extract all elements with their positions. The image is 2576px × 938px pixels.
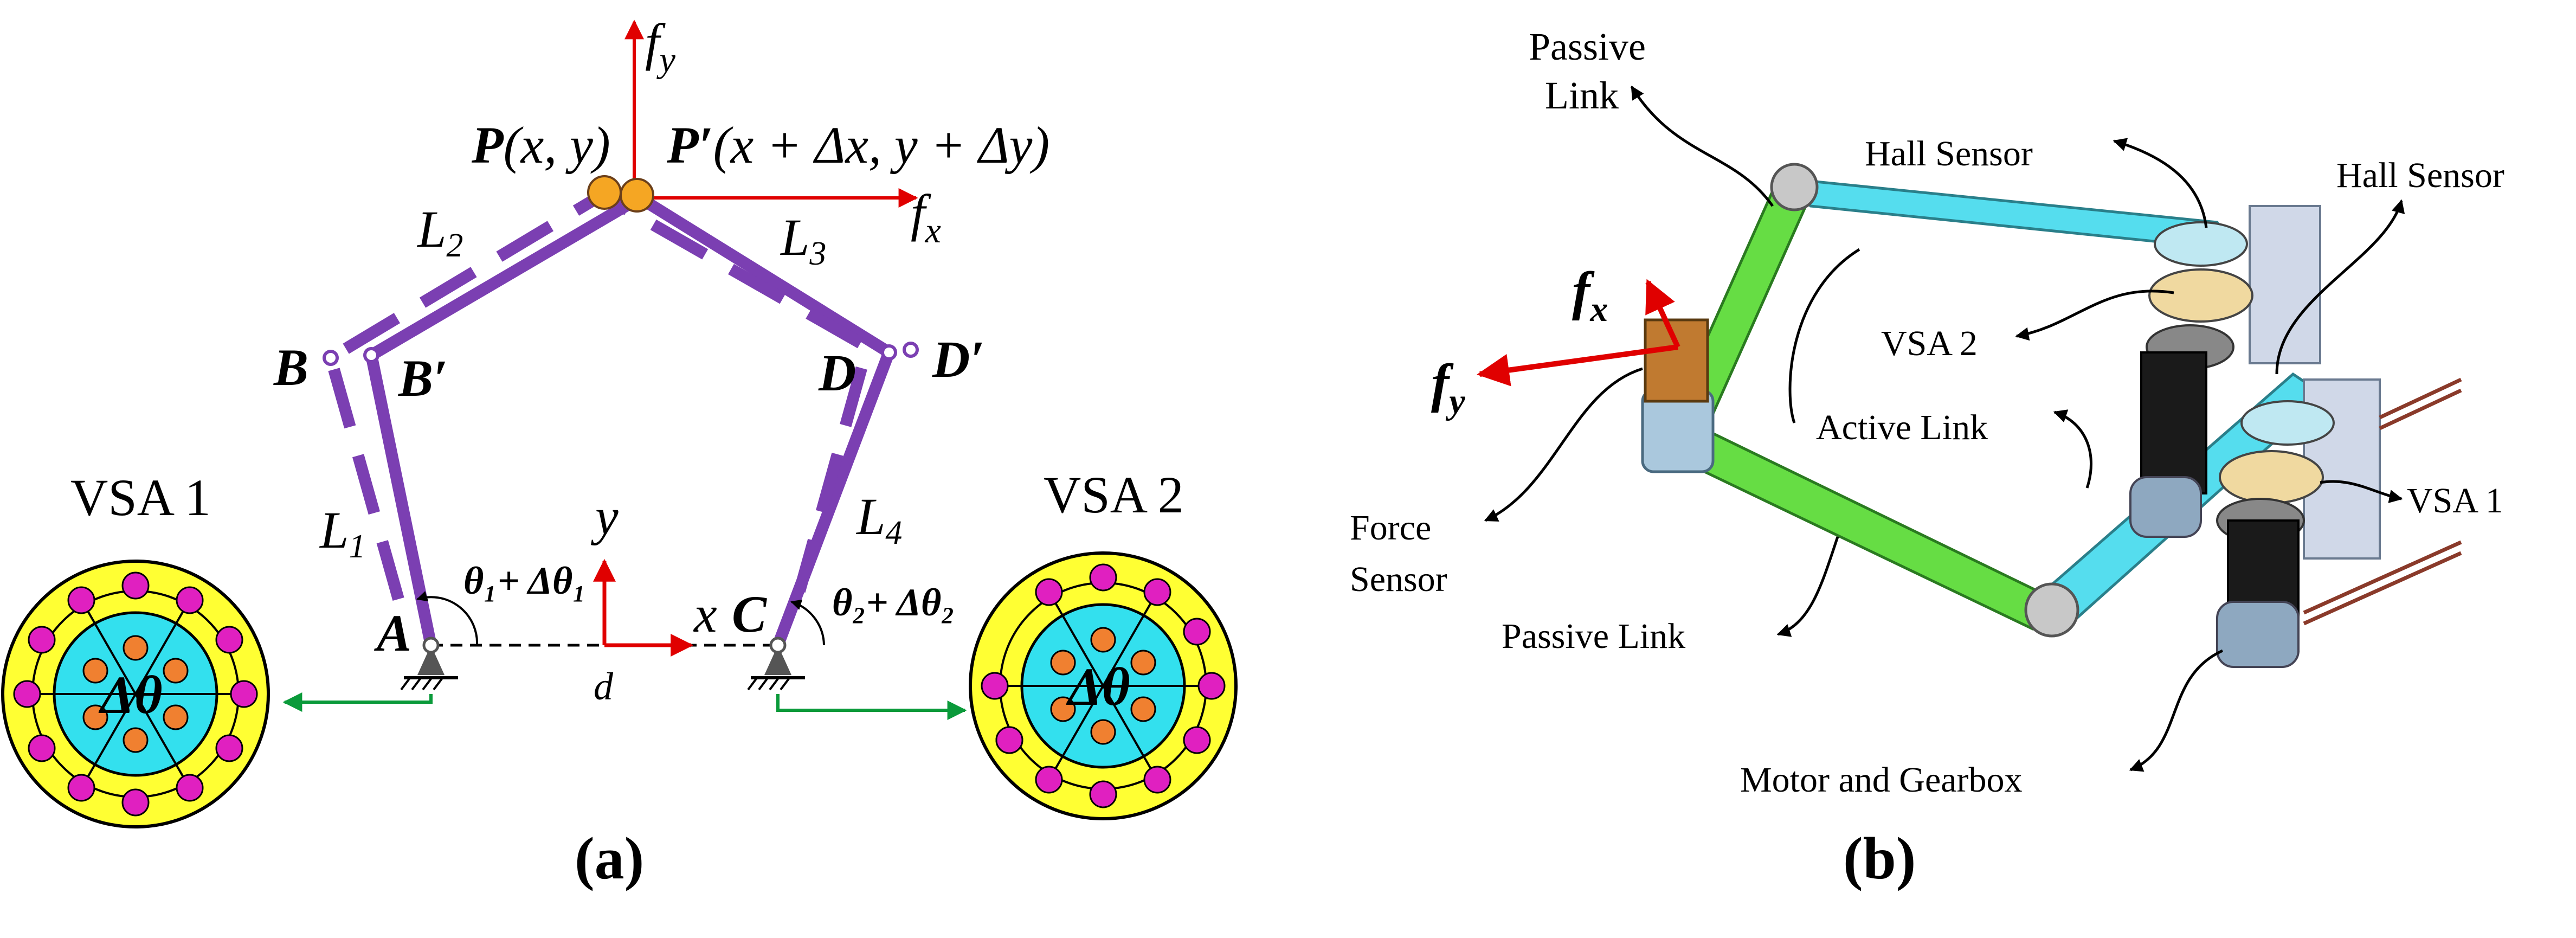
vsa-1-label: VSA 1	[70, 468, 211, 526]
link-l4-label: L4	[855, 487, 902, 551]
label-active-link: Active Link	[1816, 408, 1988, 447]
force-fy-label: fy	[645, 13, 676, 80]
vsa-2-delta: Δθ	[1066, 657, 1130, 717]
joint-d-prime-dot	[903, 342, 919, 358]
force-fx-label: fx	[911, 184, 941, 250]
point-p-prime-label: P′(x + Δx, y + Δy)	[666, 116, 1049, 174]
label-vsa-1: VSA 1	[2407, 481, 2503, 521]
caption-b: (b)	[1843, 825, 1916, 891]
angle-1-label: θ₁+ Δθ₁	[463, 559, 586, 602]
angle-2-label: θ₂+ Δθ₂	[832, 581, 955, 624]
vsa-1-diagram	[1, 560, 270, 828]
cables	[2303, 377, 2462, 626]
joint-d-label: D	[818, 344, 856, 402]
axis-x-label: x	[693, 585, 717, 643]
joint-b-label: B	[273, 338, 308, 396]
caption-a: (a)	[575, 825, 644, 891]
leader-hall-sensor-2	[2275, 199, 2405, 375]
joint-d-prime-label: D′	[932, 330, 984, 388]
actuator-stack-lower	[2216, 378, 2381, 668]
label-passive-link-bottom: Passive Link	[1502, 616, 1685, 656]
bottom-joint-cap	[2024, 582, 2079, 638]
joint-c-label: C	[732, 585, 767, 643]
leader-motor-gearbox	[2129, 649, 2224, 772]
vsa1-connector	[282, 692, 433, 712]
label-motor-gearbox: Motor and Gearbox	[1740, 760, 2023, 800]
angle-arc-2	[790, 599, 825, 646]
point-p-prime-dot	[620, 178, 654, 213]
leader-vsa-1	[2320, 480, 2403, 503]
leader-active-link	[1788, 248, 2092, 489]
ground-support-c	[747, 637, 805, 691]
label-force-fx-b: fx	[1572, 261, 1608, 329]
link-l3-label: L3	[780, 208, 826, 272]
leader-vsa-2	[2015, 290, 2174, 341]
vsa-2-diagram	[969, 551, 1238, 820]
vsa-2-label: VSA 2	[1044, 466, 1184, 524]
label-vsa-2: VSA 2	[1881, 324, 1978, 363]
ground-support-a	[400, 637, 458, 691]
point-p-dot	[587, 175, 622, 210]
joint-b-dot	[323, 350, 339, 366]
label-force-fy-b: fy	[1431, 353, 1465, 421]
label-hall-sensor-1: Hall Sensor	[1865, 134, 2033, 174]
joint-b-prime-label: B′	[398, 349, 448, 407]
top-left-joint-cap	[1770, 163, 1819, 211]
joint-b-prime-dot	[363, 347, 379, 363]
leader-passive-link-top	[1630, 85, 1774, 207]
point-p-label: P(x, y)	[471, 116, 610, 174]
leader-force-sensor	[1484, 367, 1643, 522]
panel-a: fy fx P(x, y) P′(x + Δx, y + Δy) L2 L3 L…	[1, 13, 1238, 891]
angle-arc-1	[416, 591, 479, 646]
label-hall-sensor-2: Hall Sensor	[2336, 156, 2504, 195]
vsa-1-delta: Δθ	[98, 665, 163, 725]
axis-y-label: y	[590, 487, 619, 545]
force-sensor-block	[1644, 318, 1709, 403]
joint-d-dot	[881, 344, 897, 361]
force-fy-arrow-b	[1477, 344, 1678, 387]
distance-d-label: d	[594, 665, 614, 708]
link-l1-label: L1	[319, 501, 365, 565]
joint-a-label: A	[374, 604, 411, 662]
leader-passive-link-bottom	[1776, 536, 1839, 637]
vsa2-connector	[776, 694, 967, 720]
force-fx-arrow-b	[1645, 279, 1680, 349]
leader-hall-sensor-1	[2113, 138, 2208, 228]
link-l2-label: L2	[416, 200, 463, 264]
